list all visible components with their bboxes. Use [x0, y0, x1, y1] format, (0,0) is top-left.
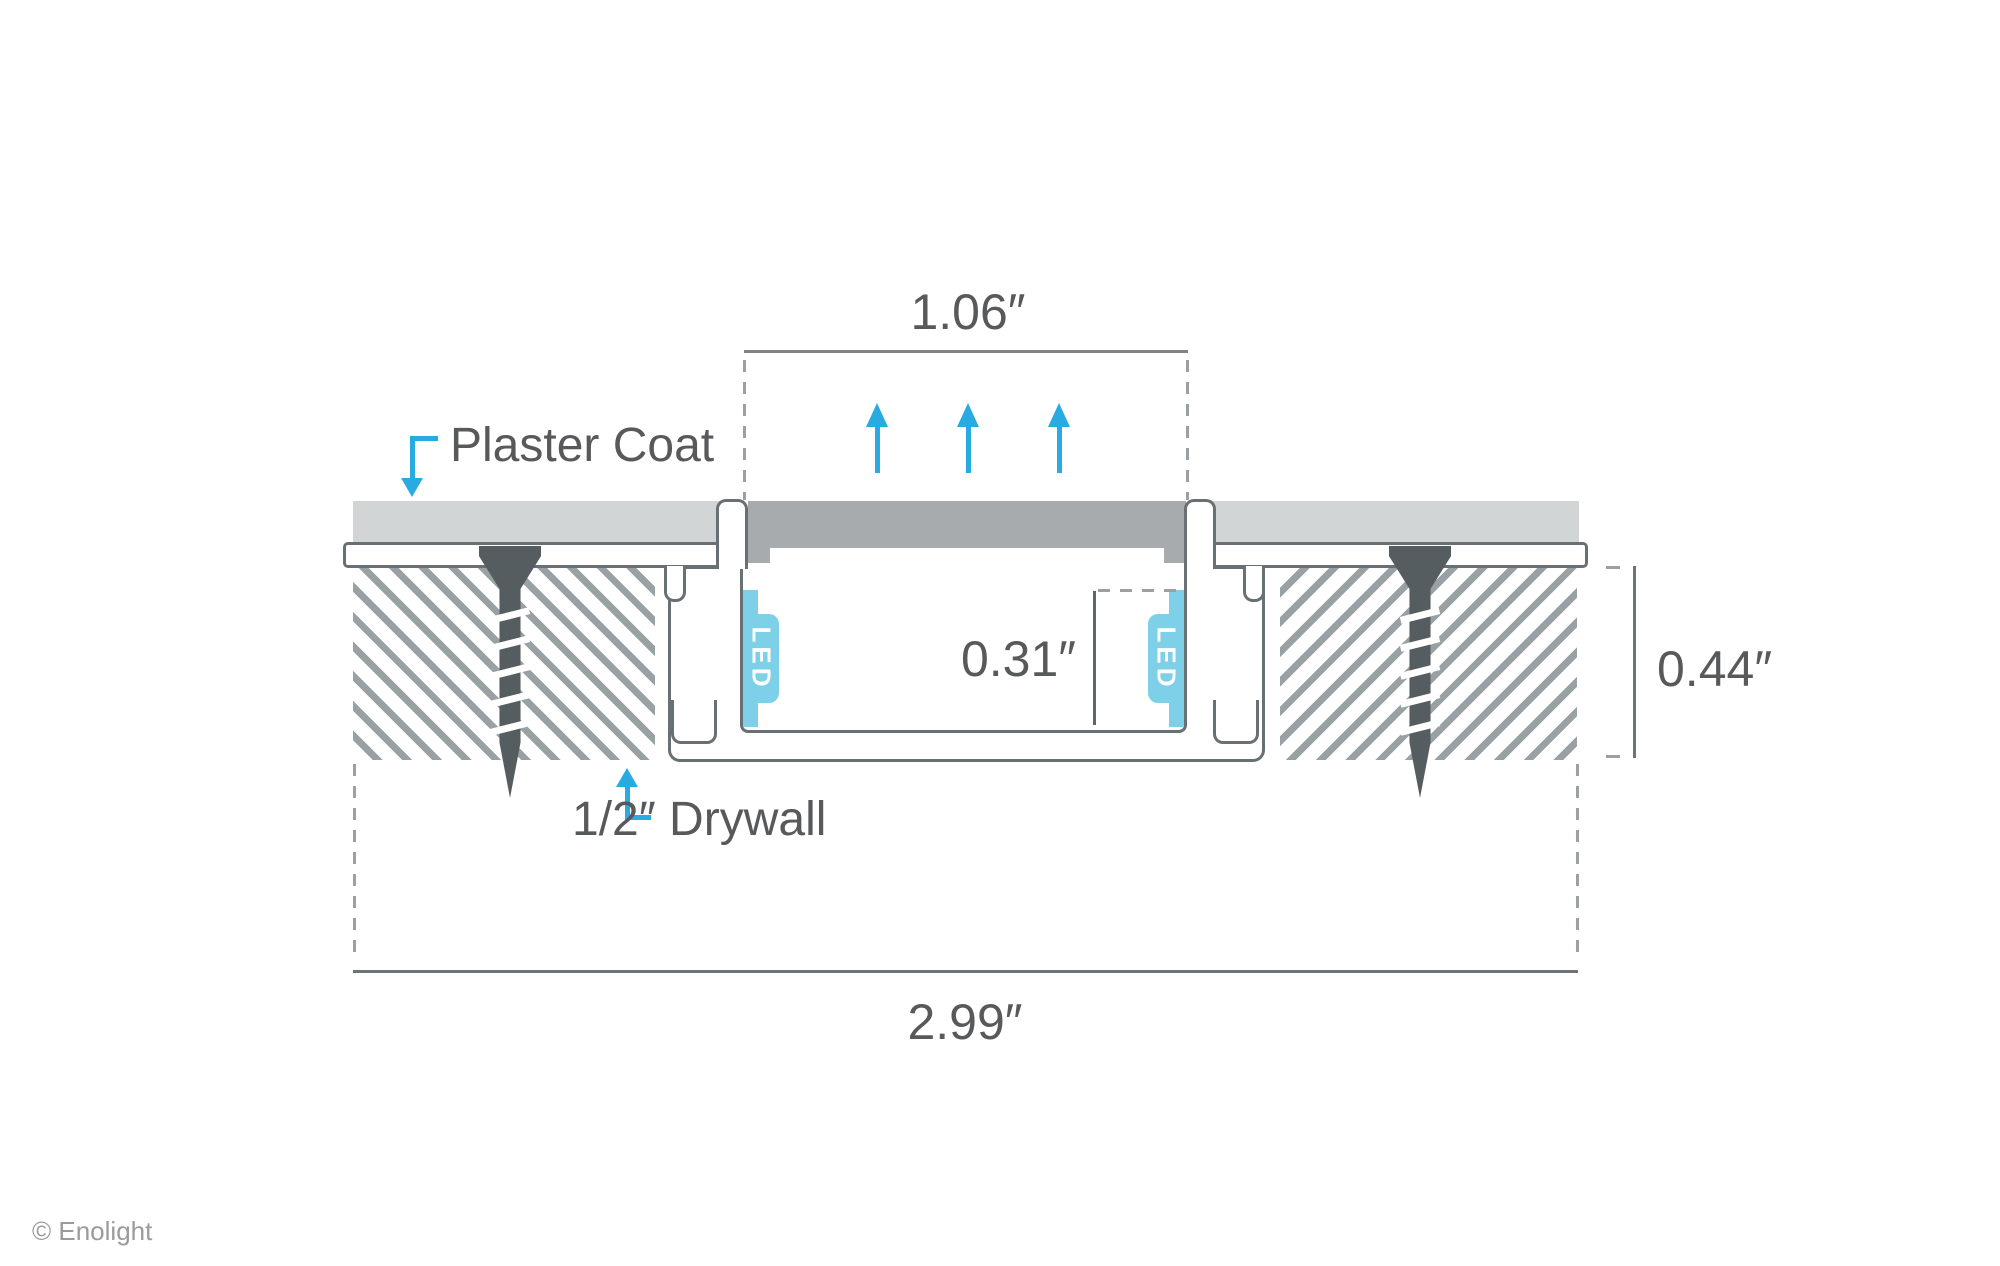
profile-hook-bottom-right — [1213, 700, 1259, 744]
light-arrow-icon — [866, 403, 888, 473]
plaster-coat-right — [1210, 501, 1579, 543]
tick-recess-top — [1606, 566, 1620, 569]
plaster-pointer-arrow-icon — [401, 478, 423, 497]
drywall-pointer-bar — [625, 815, 651, 820]
dimension-line-overall — [353, 970, 1578, 973]
light-arrow-icon — [957, 403, 979, 473]
drywall-screw-right — [1389, 546, 1451, 798]
led-strip-text: LED — [746, 626, 777, 691]
profile-cavity — [740, 548, 1187, 733]
extension-dash-left-overall — [353, 764, 356, 960]
plaster-pointer-bar — [410, 436, 415, 480]
led-strip-module — [1148, 614, 1184, 703]
extension-dash-right-overall — [1576, 764, 1579, 960]
led-strip-module — [743, 614, 779, 703]
arrow-shaft — [965, 427, 971, 473]
drywall-screw-left — [479, 546, 541, 798]
dimension-inner-depth: 0.31″ — [960, 631, 1076, 687]
light-arrow-icon — [1048, 403, 1070, 473]
dimension-aperture-width: 1.06″ — [910, 284, 1026, 340]
arrow-head — [1048, 403, 1070, 427]
arrow-shaft — [1056, 427, 1062, 473]
arrow-head — [866, 403, 888, 427]
led-strip-left: LED — [743, 590, 779, 727]
plaster-coat-left — [353, 501, 722, 543]
profile-trim-lip-left — [716, 499, 748, 569]
lens-side-step-right — [1164, 540, 1186, 563]
plaster-coat-label: Plaster Coat — [450, 419, 715, 472]
drywall-label: 1/2″ Drywall — [572, 793, 827, 846]
dimension-line-aperture — [744, 350, 1188, 353]
dimension-overall-width: 2.99″ — [907, 994, 1023, 1050]
dimension-recess-height: 0.44″ — [1657, 641, 1773, 697]
dimension-line-recess — [1633, 566, 1636, 758]
led-strip-text: LED — [1151, 626, 1182, 691]
extension-dash-left-aperture — [743, 360, 746, 500]
profile-barb-top-right — [1243, 566, 1265, 602]
led-strip-right: LED — [1148, 590, 1184, 727]
arrow-head — [957, 403, 979, 427]
dimension-line-inner-depth — [1093, 591, 1096, 725]
profile-hook-bottom-left — [671, 700, 717, 744]
drywall-pointer-bar — [625, 784, 630, 820]
copyright-text: © Enolight — [32, 1216, 153, 1246]
lens-side-step-left — [748, 540, 770, 563]
extension-dash-inner-depth — [1098, 589, 1182, 592]
profile-barb-top-left — [664, 566, 686, 602]
profile-trim-lip-right — [1184, 499, 1216, 569]
arrow-shaft — [874, 427, 880, 473]
tick-recess-bottom — [1606, 755, 1620, 758]
extension-dash-right-aperture — [1186, 360, 1189, 500]
plaster-pointer-bar — [410, 436, 438, 441]
